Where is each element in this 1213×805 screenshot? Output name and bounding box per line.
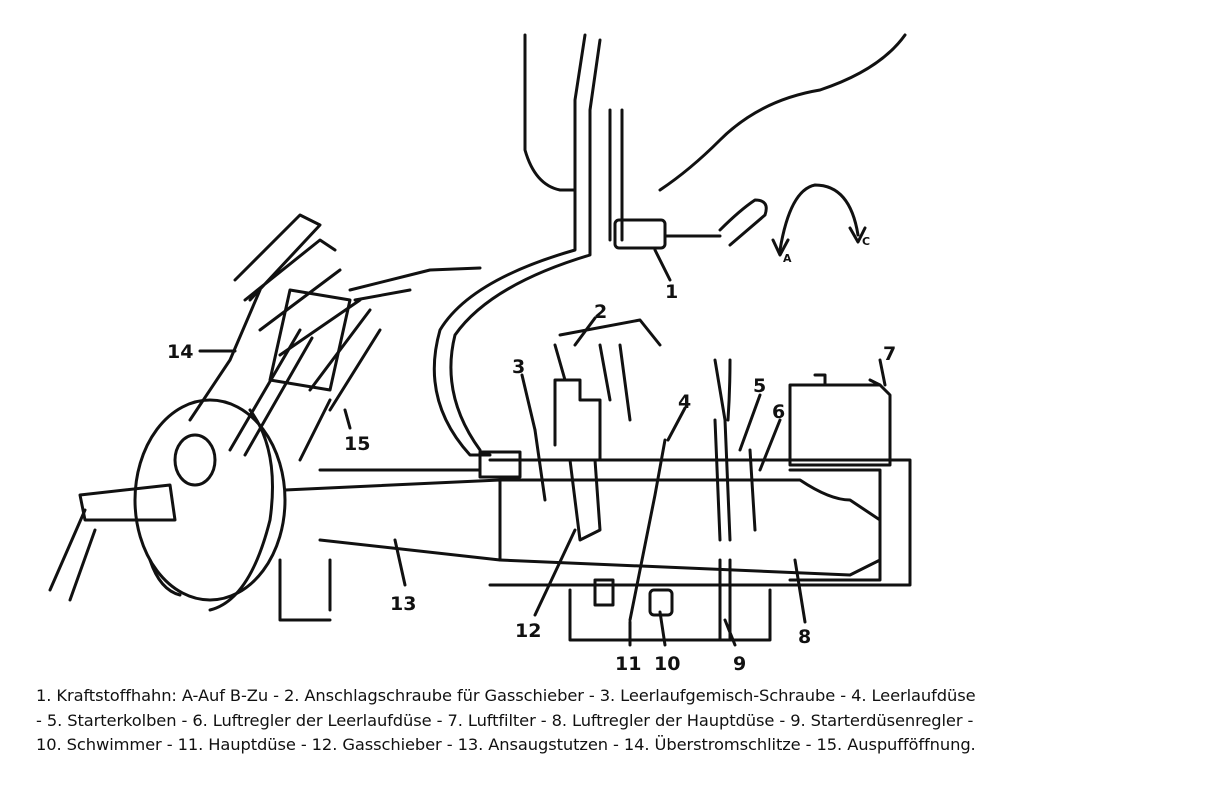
arrow-label-a: A: [783, 252, 792, 265]
label-5: 5: [753, 375, 766, 397]
label-1: 1: [665, 281, 678, 303]
figure-caption: 1. Kraftstoffhahn: A-Auf B-Zu - 2. Ansch…: [36, 684, 1211, 758]
label-11: 11: [615, 653, 641, 675]
caption-line: - 5. Starterkolben - 6. Luftregler der L…: [36, 710, 974, 730]
caption-line: 10. Schwimmer - 11. Hauptdüse - 12. Gass…: [36, 735, 976, 754]
label-8: 8: [798, 626, 811, 648]
label-3: 3: [512, 356, 525, 378]
label-9: 9: [733, 653, 746, 675]
carburetor-engine-diagram: 1 2 3 4 5 6 7 8 9 10 11 12 13 14 15 A C: [48, 33, 912, 675]
label-2: 2: [594, 301, 607, 323]
spark-plug: [348, 266, 482, 302]
label-15: 15: [344, 433, 370, 455]
fuel-tank: [523, 33, 907, 192]
intake-manifold: [278, 468, 502, 622]
cylinder: [188, 213, 482, 462]
rotation-arrow: [778, 183, 860, 252]
label-10: 10: [654, 653, 680, 675]
fuel-line: [432, 33, 602, 457]
flywheel: [133, 398, 287, 602]
fuel-tap: [613, 218, 667, 250]
label-7: 7: [883, 343, 896, 365]
arrow-label-c: C: [862, 235, 870, 248]
label-12: 12: [515, 620, 541, 642]
label-14: 14: [167, 341, 193, 363]
label-6: 6: [772, 401, 785, 423]
label-13: 13: [390, 593, 416, 615]
caption-line: 1. Kraftstoffhahn: A-Auf B-Zu - 2. Ansch…: [36, 686, 976, 705]
carburetor-body: [478, 318, 912, 642]
label-4: 4: [678, 391, 691, 413]
